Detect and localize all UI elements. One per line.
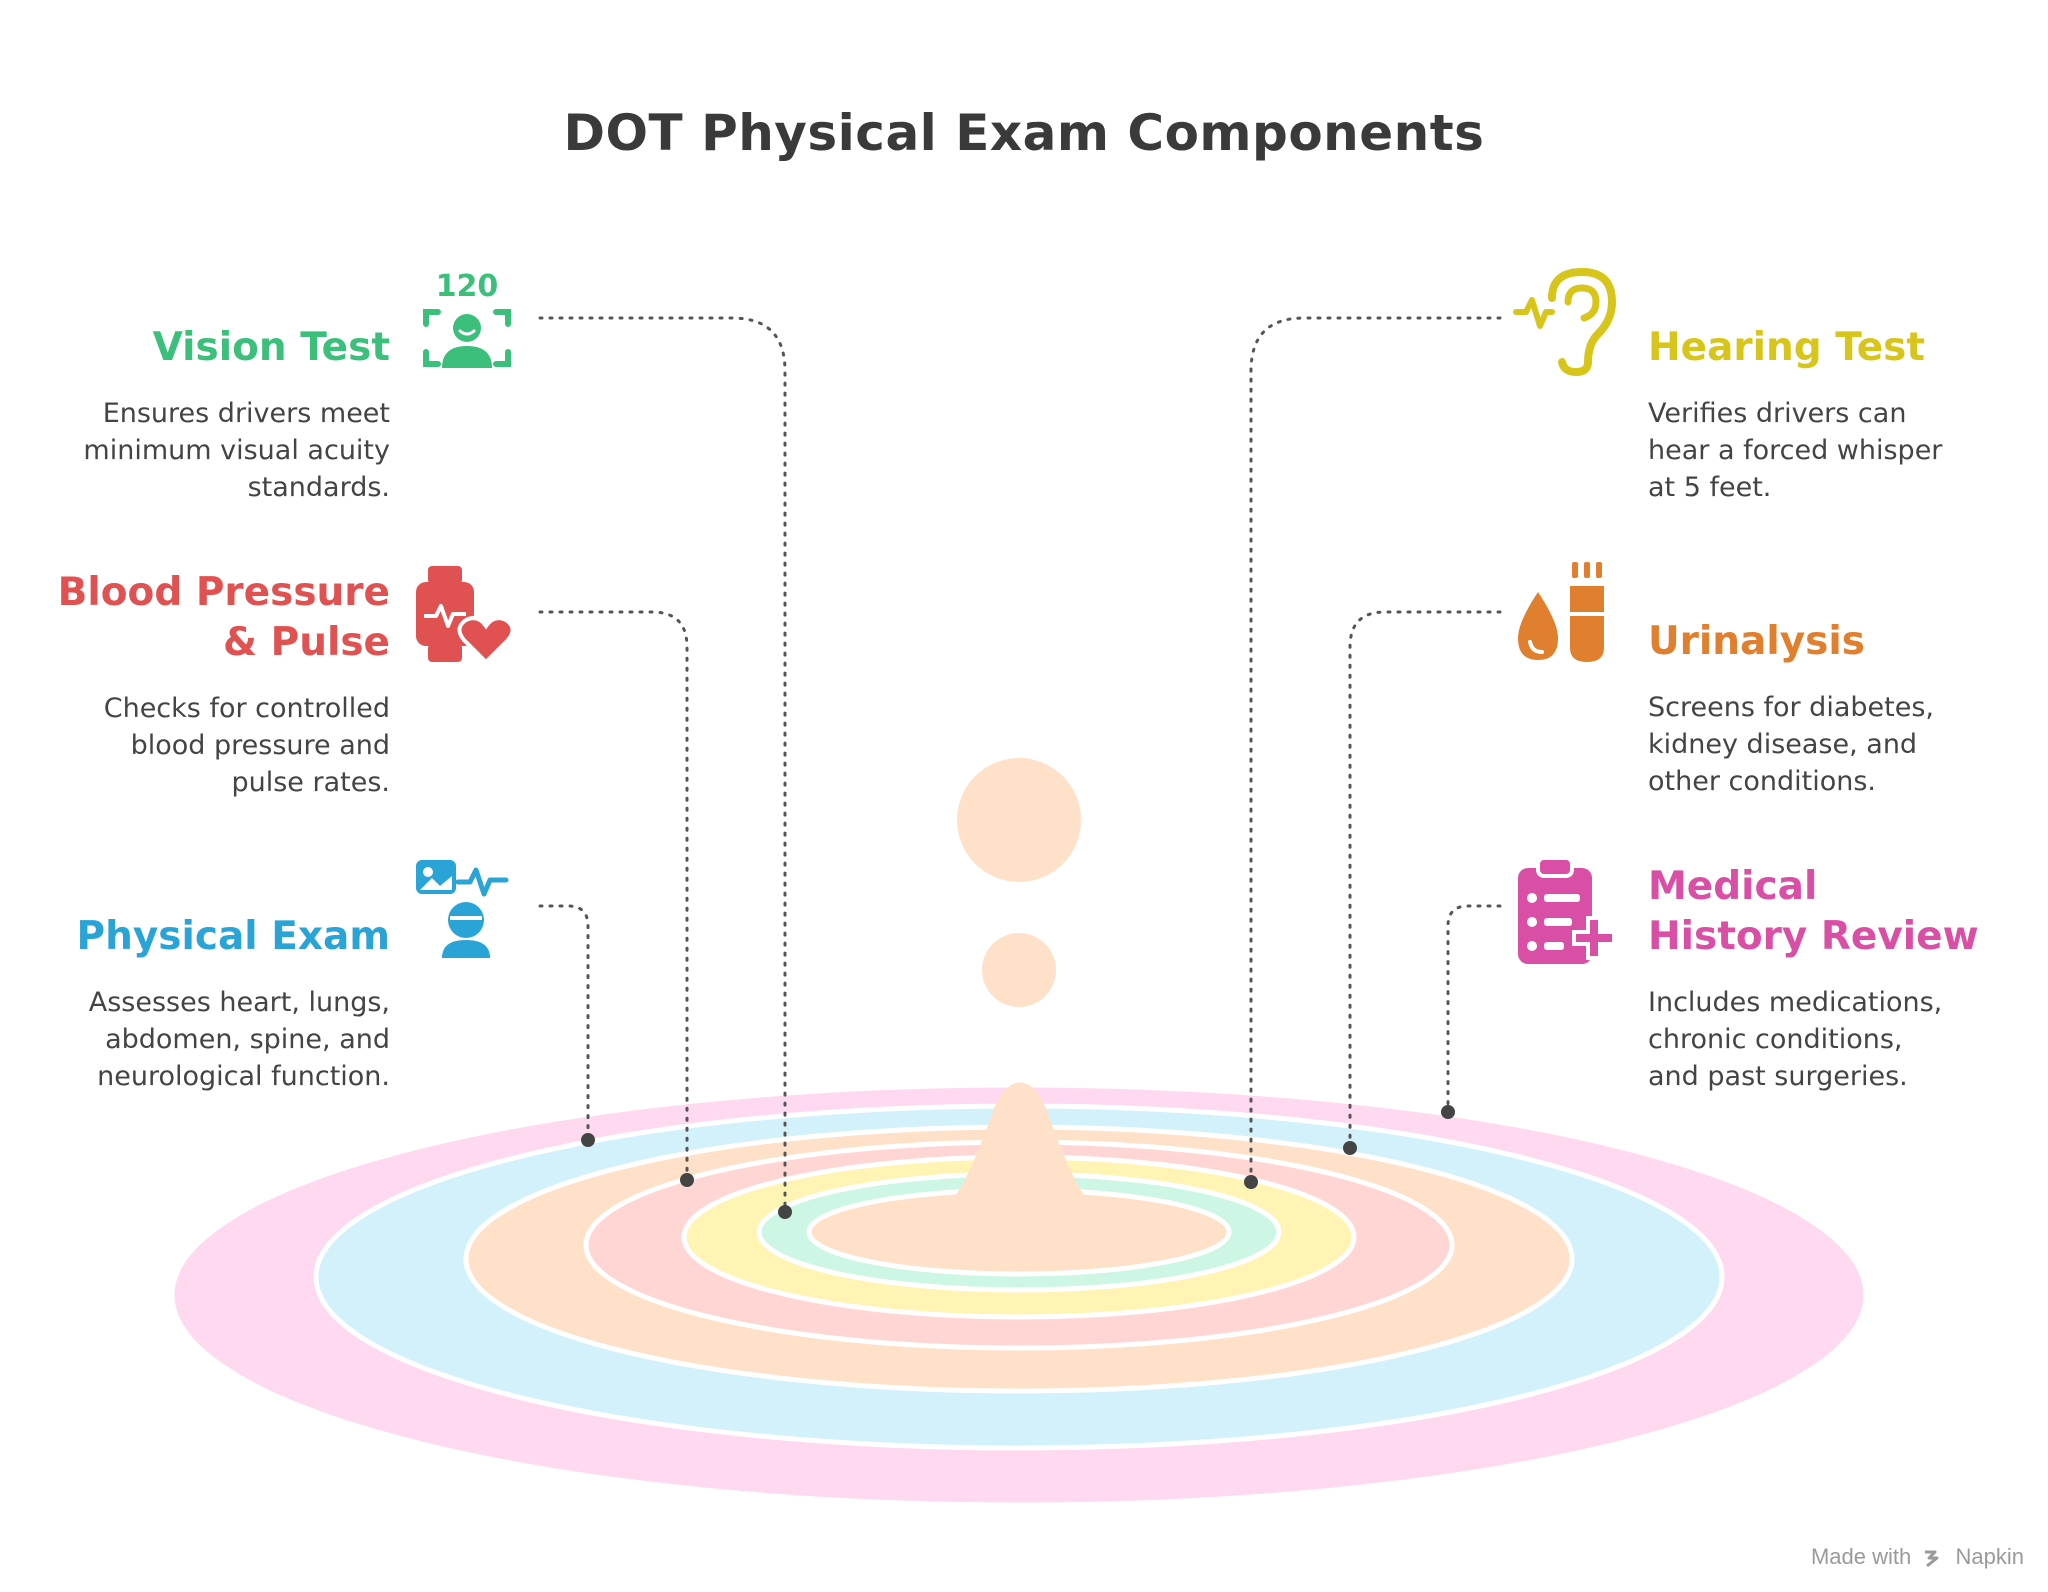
item-physical-exam: Physical Exam Assesses heart, lungs, abd… [0, 912, 391, 1095]
leader-endpoints [581, 1105, 1455, 1219]
urinalysis-title: Urinalysis [1648, 619, 1865, 664]
napkin-logo-icon [1925, 1550, 1939, 1568]
endpoint-physical [581, 1133, 595, 1147]
urinalysis-description: Screens for diabetes, kidney disease, an… [1648, 689, 2038, 800]
desc-line: Assesses heart, lungs, [88, 987, 390, 1018]
desc-line: minimum visual acuity [83, 435, 390, 466]
title-line: & Pulse [223, 620, 390, 665]
desc-line: neurological function. [97, 1061, 390, 1092]
clipboard-plus-icon [1518, 856, 1616, 964]
hearing-test-description: Verifies drivers can hear a forced whisp… [1648, 395, 2038, 506]
desc-line: blood pressure and [130, 730, 390, 761]
vision-test-description: Ensures drivers meet minimum visual acui… [0, 395, 390, 506]
desc-line: Includes medications, [1648, 987, 1943, 1018]
vision-test-title: Vision Test [152, 325, 390, 370]
medical-history-title: Medical History Review [1648, 862, 2038, 962]
desc-line: Ensures drivers meet [102, 398, 390, 429]
leader-vision [538, 316, 787, 1214]
endpoint-urine [1343, 1141, 1357, 1155]
item-vision-test: Vision Test Ensures drivers meet minimum… [0, 323, 390, 506]
leader-urine [1348, 610, 1502, 1150]
leader-bp [538, 610, 689, 1182]
desc-line: standards. [247, 472, 390, 503]
leader-hearing [1249, 316, 1502, 1184]
drop-test-tube-icon [1518, 562, 1604, 662]
watermark-prefix: Made with [1810, 1544, 1912, 1569]
leader-medical [1446, 904, 1502, 1114]
desc-line: other conditions. [1648, 766, 1876, 797]
smartwatch-heart-icon [416, 566, 515, 665]
item-blood-pressure: Blood Pressure & Pulse Checks for contro… [0, 568, 390, 801]
drop-small [982, 933, 1056, 1007]
desc-line: hear a forced whisper [1648, 435, 1943, 466]
endpoint-vision [778, 1205, 792, 1219]
desc-line: pulse rates. [231, 767, 390, 798]
title-line: History Review [1648, 914, 1979, 959]
title-line: Blood Pressure [57, 570, 390, 615]
physical-exam-description: Assesses heart, lungs, abdomen, spine, a… [0, 984, 390, 1095]
drop-large [957, 758, 1081, 882]
endpoint-bp [680, 1173, 694, 1187]
item-hearing-test: Hearing Test Verifies drivers can hear a… [1648, 323, 2038, 506]
leader-physical [538, 904, 590, 1142]
desc-line: kidney disease, and [1648, 729, 1918, 760]
desc-line: abdomen, spine, and [105, 1024, 390, 1055]
physical-exam-title: Physical Exam [76, 914, 391, 959]
desc-line: and past surgeries. [1648, 1061, 1908, 1092]
made-with-napkin-watermark[interactable]: Made with Napkin [1811, 1544, 2024, 1570]
endpoint-medical [1441, 1105, 1455, 1119]
item-medical-history: Medical History Review Includes medicati… [1648, 862, 2038, 1095]
blood-pressure-description: Checks for controlled blood pressure and… [0, 690, 390, 801]
hearing-test-title: Hearing Test [1648, 325, 1925, 370]
desc-line: at 5 feet. [1648, 472, 1772, 503]
item-urinalysis: Urinalysis Screens for diabetes, kidney … [1648, 617, 2038, 800]
desc-line: chronic conditions, [1648, 1024, 1903, 1055]
ear-soundwave-icon [1513, 268, 1616, 376]
splash-peak [890, 1082, 1148, 1242]
vision-badge: 120 [436, 269, 499, 304]
endpoint-hearing [1244, 1175, 1258, 1189]
patient-monitor-icon [416, 860, 509, 958]
title-line: Medical [1648, 864, 1818, 909]
desc-line: Verifies drivers can [1648, 398, 1907, 429]
watermark-brand: Napkin [1955, 1544, 2024, 1569]
page-title: DOT Physical Exam Components [563, 104, 1485, 162]
blood-pressure-title: Blood Pressure & Pulse [0, 568, 390, 668]
leader-lines [538, 316, 1502, 1214]
medical-history-description: Includes medications, chronic conditions… [1648, 984, 2038, 1095]
desc-line: Screens for diabetes, [1648, 692, 1934, 723]
vision-chart-person-icon: 120 [423, 269, 511, 368]
ripple-rings [169, 1082, 1869, 1508]
desc-line: Checks for controlled [103, 693, 390, 724]
